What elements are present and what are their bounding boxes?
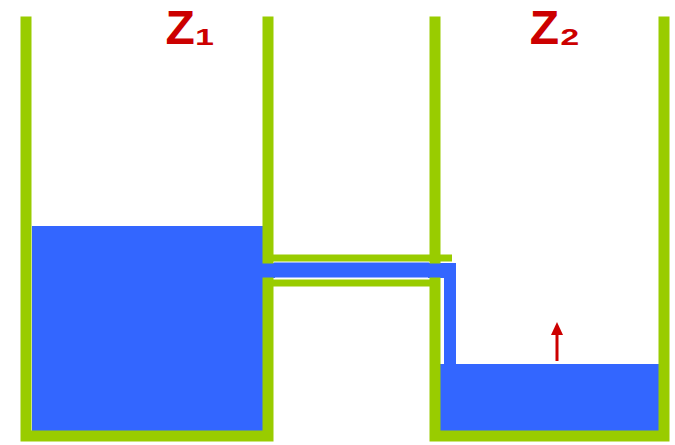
container-wall — [263, 22, 274, 258]
water-right — [440, 364, 659, 431]
pipe-water — [263, 263, 275, 278]
connecting-pipe — [274, 263, 429, 278]
container-outline — [20, 0, 274, 445]
water-left — [32, 226, 263, 431]
container: Z₂ — [429, 0, 675, 445]
pipe-wall — [263, 280, 440, 287]
rise-arrow-head — [551, 322, 563, 335]
level-label: Z₂ — [530, 4, 581, 52]
container-outline — [429, 0, 675, 445]
container-wall — [430, 22, 441, 258]
container-wall — [435, 22, 664, 436]
container: Z₁ — [20, 0, 274, 445]
rise-arrow — [556, 333, 559, 361]
pipe-wall — [263, 255, 452, 262]
container-wall — [26, 22, 268, 436]
level-label: Z₁ — [165, 4, 214, 52]
water-stream — [444, 263, 456, 366]
